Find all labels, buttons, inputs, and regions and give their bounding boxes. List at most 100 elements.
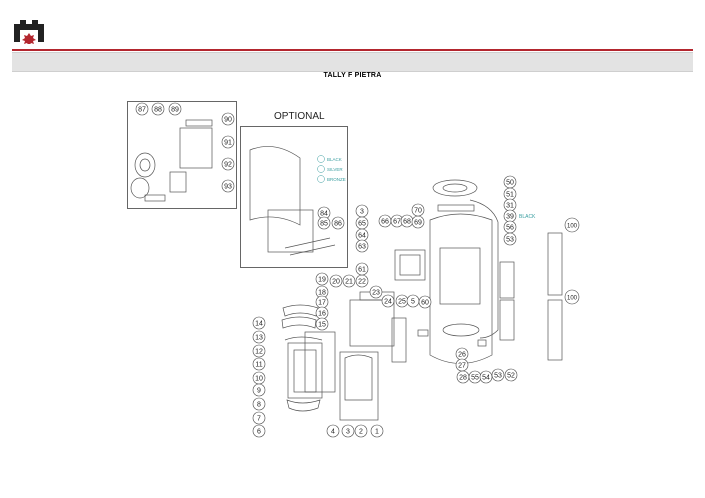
part-callout-87 — [135, 102, 149, 116]
part-callout-21 — [342, 274, 356, 288]
part-callout-19 — [315, 272, 329, 286]
part-number-18: 18 — [318, 289, 326, 296]
part-number-6: 6 — [257, 428, 261, 435]
part-number-19: 19 — [318, 276, 326, 283]
part-number-85: 85 — [320, 220, 328, 227]
part-number-100: 100 — [567, 295, 578, 301]
side-panel-note: BLACK — [519, 214, 536, 220]
side-panel-upper — [499, 261, 515, 299]
part-number-53: 53 — [494, 372, 502, 379]
kit-base — [144, 194, 166, 202]
part-number-2: 2 — [359, 428, 363, 435]
part-number-17: 17 — [318, 299, 326, 306]
part-callout-13 — [252, 330, 266, 344]
part-number-93: 93 — [224, 183, 232, 190]
part-number-61: 61 — [358, 266, 366, 273]
part-number-53: 53 — [506, 236, 514, 243]
part-callout-86 — [331, 216, 345, 230]
part-number-87: 87 — [138, 106, 146, 113]
part-number-90: 90 — [224, 116, 232, 123]
kit-bracket — [169, 171, 187, 193]
part-callout-93 — [221, 179, 235, 193]
part-callout-91 — [221, 135, 235, 149]
part-callout-14 — [252, 316, 266, 330]
door-glass — [304, 331, 336, 393]
part-callout-2 — [354, 424, 368, 438]
part-number-60: 60 — [421, 299, 429, 306]
part-number-89: 89 — [171, 106, 179, 113]
colour-note-bronze: BRONZE — [327, 177, 346, 182]
part-number-8: 8 — [257, 401, 261, 408]
optional-panel-box — [240, 126, 348, 268]
colour-note-silver: SILVER — [327, 167, 343, 172]
part-number-13: 13 — [255, 334, 263, 341]
part-callout-53 — [491, 368, 505, 382]
part-number-50: 50 — [506, 179, 514, 186]
part-callout-3 — [341, 424, 355, 438]
part-number-65: 65 — [358, 220, 366, 227]
part-number-21: 21 — [345, 278, 353, 285]
part-number-4: 4 — [331, 428, 335, 435]
part-number-84: 84 — [320, 210, 328, 217]
part-number-16: 16 — [318, 310, 326, 317]
part-callout-88 — [151, 102, 165, 116]
kit-housing — [179, 127, 213, 169]
kit-top-plate — [185, 119, 213, 127]
part-number-11: 11 — [255, 361, 262, 368]
part-number-100: 100 — [567, 223, 578, 229]
part-number-52: 52 — [507, 372, 515, 379]
part-number-86: 86 — [334, 220, 342, 227]
front-frame — [339, 351, 379, 421]
part-number-55: 55 — [471, 374, 479, 381]
part-callout-63 — [355, 239, 369, 253]
part-callout-90 — [221, 112, 235, 126]
part-callout-100 — [564, 217, 580, 233]
part-number-25: 25 — [398, 298, 406, 305]
stove-body — [429, 213, 493, 364]
rear-side-panel — [469, 199, 499, 339]
part-number-1: 1 — [375, 428, 379, 435]
side-panel-100-b — [547, 299, 563, 361]
top-cap — [432, 179, 478, 197]
colour-note-black: BLACK — [327, 157, 342, 162]
part-callout-20 — [329, 274, 343, 288]
panel-rail — [284, 237, 331, 249]
part-number-70: 70 — [414, 207, 422, 214]
panel-firebox — [267, 209, 314, 253]
optional-kit-box — [127, 101, 237, 209]
stove-door-assembly — [394, 249, 426, 281]
part-number-88: 88 — [154, 106, 162, 113]
colour-note-marker — [317, 165, 325, 173]
part-number-9: 9 — [257, 387, 261, 394]
part-number-91: 91 — [224, 139, 232, 146]
part-number-12: 12 — [255, 348, 263, 355]
part-callout-52 — [504, 368, 518, 382]
part-number-64: 64 — [358, 232, 366, 239]
fan-motor — [130, 177, 150, 199]
colour-note-marker — [317, 175, 325, 183]
part-number-5: 5 — [411, 298, 415, 305]
part-number-69: 69 — [414, 219, 422, 226]
side-plate — [391, 317, 407, 363]
part-number-23: 23 — [372, 289, 380, 296]
part-number-27: 27 — [458, 362, 466, 369]
part-number-14: 14 — [255, 320, 263, 327]
part-callout-1 — [370, 424, 384, 438]
part-number-68: 68 — [403, 218, 411, 225]
brand-logo-icon — [14, 20, 44, 44]
part-callout-12 — [252, 344, 266, 358]
part-callout-54 — [479, 370, 493, 384]
part-callout-89 — [168, 102, 182, 116]
part-number-39: 39 — [506, 213, 514, 220]
door-top-arc — [282, 304, 319, 317]
part-callout-4 — [326, 424, 340, 438]
part-callout-24 — [381, 294, 395, 308]
colour-note-marker — [317, 155, 325, 163]
part-callout-85 — [317, 216, 331, 230]
side-panel-100-a — [547, 232, 563, 296]
part-callout-100 — [564, 289, 580, 305]
part-callout-53 — [503, 232, 517, 246]
part-number-20: 20 — [332, 278, 340, 285]
optional-label: OPTIONAL — [274, 111, 325, 122]
part-number-26: 26 — [458, 351, 466, 358]
